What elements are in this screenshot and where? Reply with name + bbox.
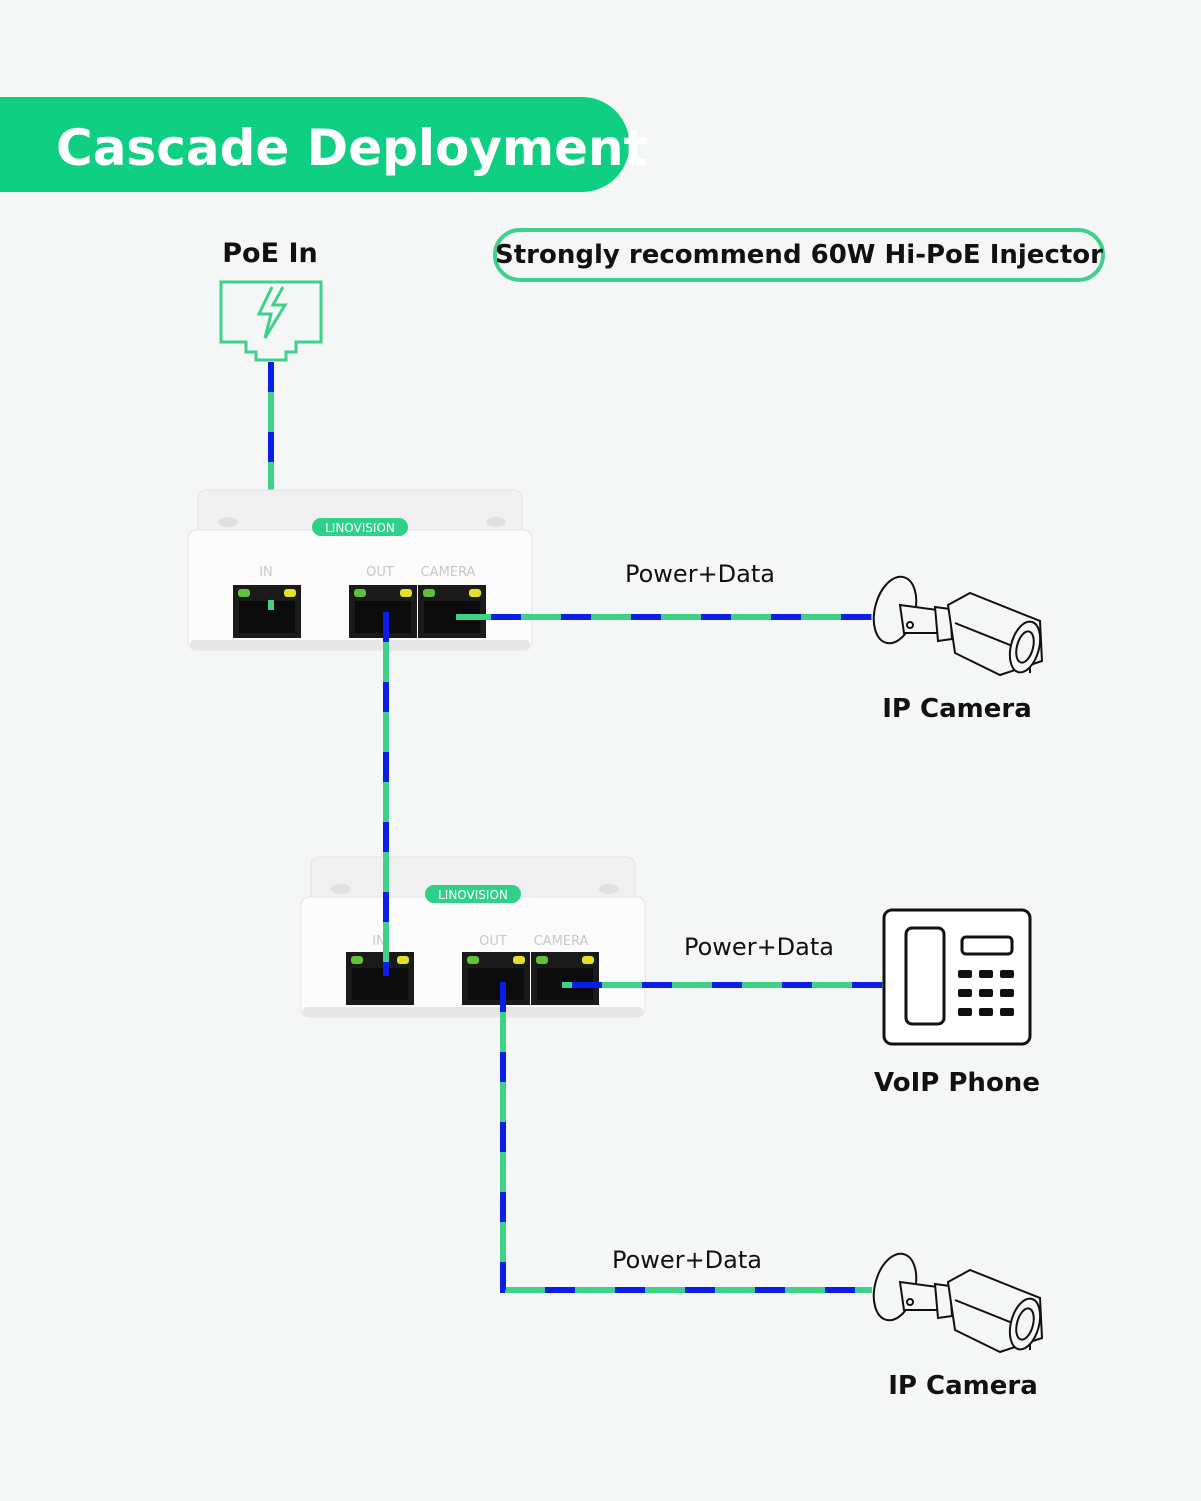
link-label: Power+Data [684, 933, 834, 961]
port-label-out: OUT [366, 565, 394, 580]
cables-2 [268, 600, 884, 1293]
poe-extender-1: LINOVISION IN OUT CAMERA [188, 490, 532, 650]
endpoint-label: VoIP Phone [874, 1068, 1040, 1098]
poe-extender-2: LINOVISION IN OUT CAMERA [301, 857, 645, 1017]
link-label: Power+Data [612, 1246, 762, 1274]
port-label-camera: CAMERA [534, 934, 589, 949]
recommendation-text: Strongly recommend 60W Hi-PoE Injector [495, 240, 1103, 270]
port-label-out: OUT [479, 934, 507, 949]
poe-power-icon [219, 280, 323, 362]
cable-to-ip-camera-2 [500, 982, 872, 1293]
ip-camera-icon [865, 1247, 1047, 1354]
cable-to-ip-camera-1 [268, 600, 872, 620]
title-banner [0, 97, 630, 192]
port-label-camera: CAMERA [421, 565, 476, 580]
ip-camera-icon [865, 570, 1047, 677]
link-label: Power+Data [625, 560, 775, 588]
page-title: Cascade Deployment [56, 119, 647, 177]
endpoint-label: IP Camera [882, 694, 1032, 724]
endpoint-label: IP Camera [888, 1371, 1038, 1401]
brand-logo: LINOVISION [325, 521, 395, 535]
port-label-in: IN [259, 565, 273, 580]
port-label-in: IN [372, 934, 386, 949]
voip-phone-icon [882, 908, 1032, 1046]
brand-logo: LINOVISION [438, 888, 508, 902]
recommendation-pill [493, 228, 1105, 282]
poe-in-label: PoE In [222, 238, 317, 269]
